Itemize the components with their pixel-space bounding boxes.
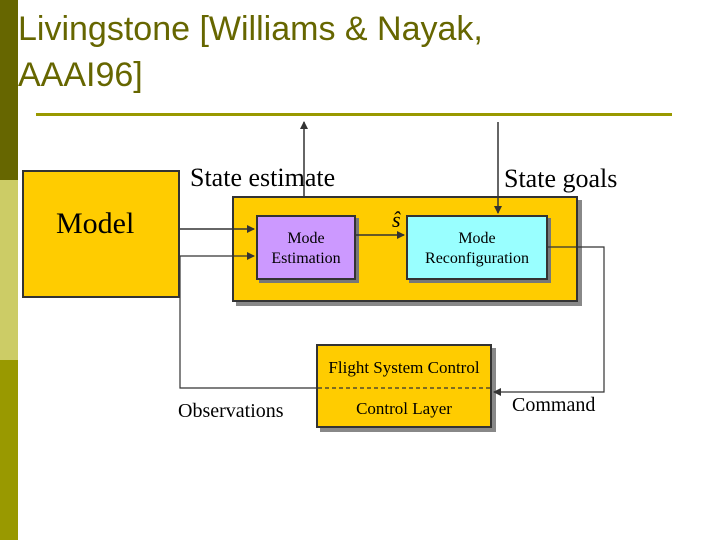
accent-bar-bottom <box>0 360 18 540</box>
control-layer-label: Control Layer <box>356 399 452 418</box>
observations-loop <box>179 252 316 389</box>
mode-reconfiguration-box <box>406 215 548 280</box>
mode-estimation-box <box>256 215 356 280</box>
slide-title: Livingstone [Williams & Nayak, AAAI96] <box>18 10 483 94</box>
accent-bar-middle <box>0 180 18 360</box>
title-underline <box>36 113 672 116</box>
model-box <box>22 170 180 298</box>
mode-estimation-label: Mode Estimation <box>271 230 341 267</box>
flight-system-control-label: Flight System Control <box>328 358 480 377</box>
s-hat-label: ŝ <box>392 207 401 232</box>
flight-system-control-box <box>316 344 492 428</box>
state-goals-label: State goals <box>504 164 618 193</box>
state-estimate-label: State estimate <box>190 163 336 192</box>
observations-label: Observations <box>178 400 284 422</box>
accent-bar-top <box>0 0 18 180</box>
command-label: Command <box>512 394 596 416</box>
mode-reconfiguration-label: Mode Reconfiguration <box>425 230 529 267</box>
command-loop <box>494 246 605 393</box>
model-label: Model <box>56 207 135 240</box>
